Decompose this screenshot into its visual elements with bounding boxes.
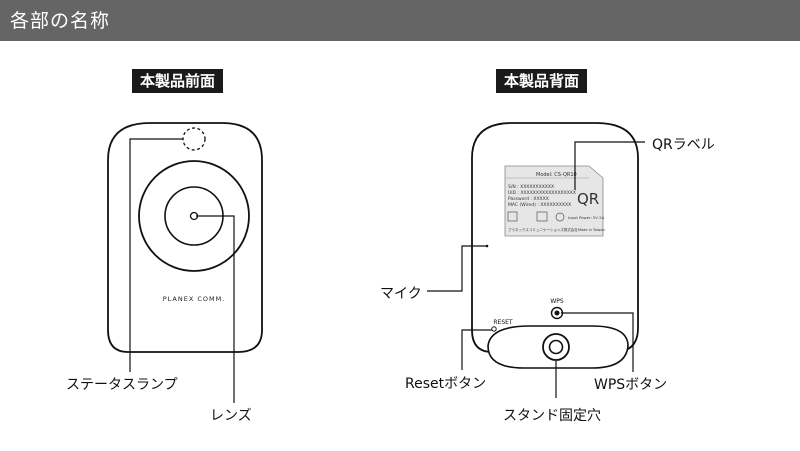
- sticker-uid: UID : XXXXXXXXXXXXXXXXXX: [508, 190, 576, 196]
- status-lamp-leader: [129, 138, 183, 372]
- front-brand-logo: PLANEX COMM.: [163, 295, 226, 303]
- sticker-input-power: Input Power: 5V 2A: [568, 215, 605, 220]
- wps-button-callout: WPSボタン: [594, 377, 668, 393]
- front-section-label: 本製品前面: [132, 69, 224, 93]
- lens-callout: レンズ: [210, 408, 252, 424]
- wps-button-label: WPS: [550, 298, 564, 305]
- lens-leader: [196, 215, 235, 403]
- page-title: 各部の名称: [10, 10, 111, 32]
- sticker-qr-text: QR: [577, 190, 599, 208]
- sticker-origin: Made in Taiwan: [578, 228, 605, 232]
- sticker-sn: S/N : XXXXXXXXXXX: [508, 184, 554, 190]
- reset-leader: [461, 329, 492, 370]
- lens-outer-ring: [138, 160, 250, 272]
- reset-button-label: RESET: [493, 319, 513, 326]
- stand-hole-callout: スタンド固定穴: [503, 408, 601, 424]
- back-section-label: 本製品背面: [496, 69, 588, 93]
- reset-button-callout: Resetボタン: [405, 376, 487, 392]
- sticker-maker: プラネックスコミュニケーションズ株式会社: [508, 227, 578, 232]
- mic-leader: [427, 245, 487, 292]
- stand-hole-inner: [548, 339, 564, 355]
- sticker-password: Password : XXXXX: [508, 196, 549, 202]
- sticker-model: Model: CS-QR10: [536, 172, 577, 178]
- sticker-mac: MAC (Wired) : XXXXXXXXXX: [508, 202, 571, 208]
- front-device-body: [107, 122, 263, 353]
- status-lamp-callout: ステータスランプ: [66, 377, 178, 393]
- wps-leader: [561, 312, 634, 372]
- mic-callout: マイク: [380, 286, 422, 302]
- header-bar: 各部の名称: [0, 0, 800, 41]
- sticker-cert-icon: [536, 211, 548, 222]
- sticker-cert-icon: [507, 211, 518, 222]
- qr-label-callout: QRラベル: [652, 137, 715, 153]
- sticker-cert-icon: [555, 212, 565, 222]
- reset-button: [491, 326, 497, 332]
- qr-label-leader: [574, 141, 645, 190]
